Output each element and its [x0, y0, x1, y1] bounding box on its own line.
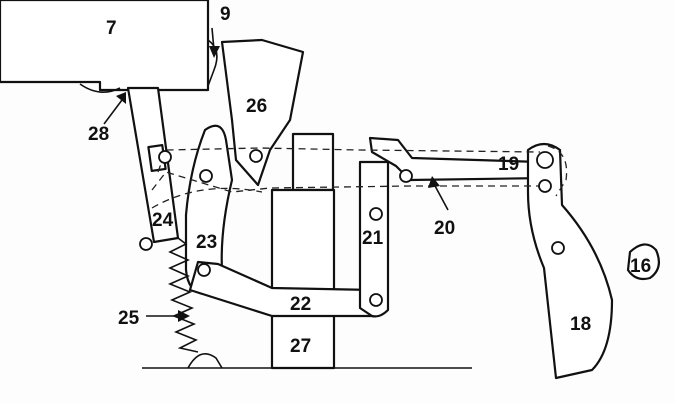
label-19: 19 — [498, 154, 519, 175]
label-16: 16 — [630, 256, 651, 277]
base-ground — [142, 352, 472, 369]
label-28: 28 — [88, 124, 109, 145]
label-9: 9 — [220, 4, 231, 25]
label-18: 18 — [570, 314, 591, 335]
label-25: 25 — [118, 308, 140, 329]
part-27-column — [270, 132, 336, 370]
label-20: 20 — [434, 218, 455, 239]
label-21: 21 — [362, 228, 384, 249]
part-7-housing — [0, 0, 210, 92]
label-22: 22 — [290, 294, 311, 315]
leader-arrows — [103, 27, 449, 322]
part-28-arc — [79, 83, 121, 93]
pivot-pins — [139, 149, 565, 307]
part-19-arm — [368, 136, 550, 182]
label-23: 23 — [196, 232, 217, 253]
part-9-contact — [207, 39, 218, 87]
part-18-lever — [526, 142, 614, 380]
label-24: 24 — [152, 210, 174, 231]
part-16-pin — [626, 243, 661, 281]
part-21-bar — [358, 160, 390, 318]
label-26: 26 — [246, 96, 267, 117]
part-25-spring — [167, 237, 199, 353]
label-7: 7 — [106, 18, 117, 39]
label-27: 27 — [290, 336, 311, 357]
